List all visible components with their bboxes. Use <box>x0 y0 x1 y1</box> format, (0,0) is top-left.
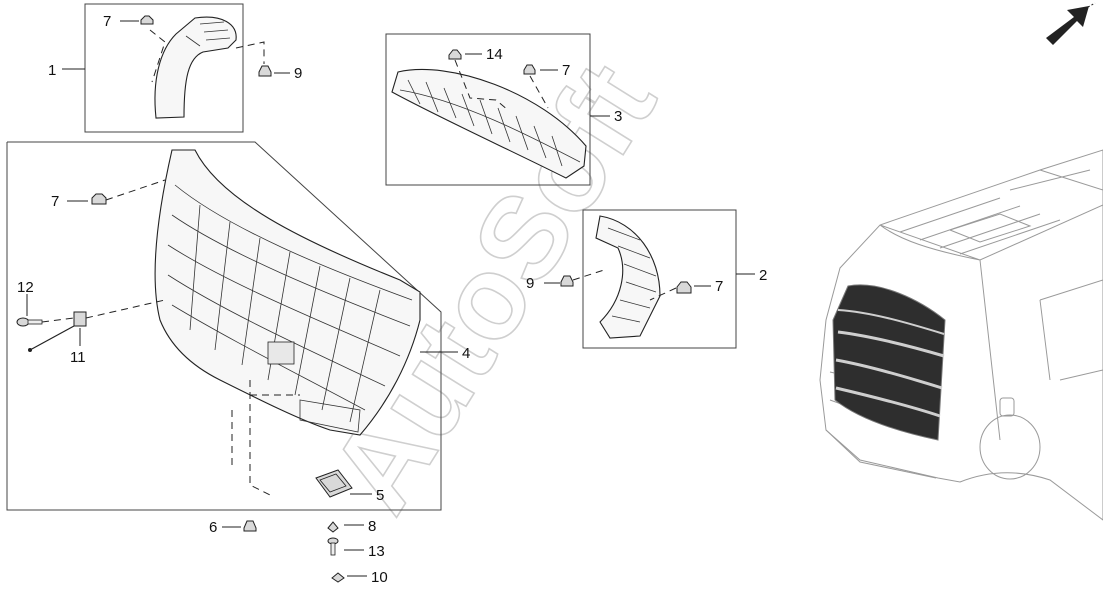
part-3-group <box>385 33 610 186</box>
callout-5: 5 <box>376 487 384 504</box>
tailgate-window <box>832 284 946 441</box>
part-3-upper-garnish <box>391 68 587 179</box>
clip-icon <box>91 193 107 205</box>
callout-8: 8 <box>368 518 376 535</box>
part-1-pillar-trim <box>154 16 237 119</box>
callout-2: 2 <box>759 267 767 284</box>
callout-9: 9 <box>294 65 302 82</box>
callout-4: 4 <box>462 345 470 362</box>
callout-10: 10 <box>371 569 388 586</box>
callout-7: 7 <box>715 278 723 295</box>
clip-icon <box>140 15 154 25</box>
callout-11: 11 <box>70 349 86 366</box>
clip-icon <box>243 520 257 532</box>
callout-1: 1 <box>48 62 56 79</box>
callout-7: 7 <box>51 193 59 210</box>
callout-labels: 1 7 9 14 7 3 7 12 11 4 9 7 2 5 6 8 13 10 <box>17 13 767 586</box>
clip-icon <box>523 64 536 75</box>
clip-icon <box>327 521 339 533</box>
callout-13: 13 <box>368 543 385 560</box>
part-4-group <box>6 141 458 511</box>
part-5-handle-bracket <box>315 469 353 498</box>
arrow-northeast-icon <box>1046 2 1096 45</box>
callout-7: 7 <box>562 62 570 79</box>
callout-3: 3 <box>614 108 622 125</box>
callout-7: 7 <box>103 13 111 30</box>
part-11-sensor <box>28 311 87 352</box>
part-2-group <box>544 209 755 349</box>
screw-icon <box>327 537 339 556</box>
clip-icon <box>676 281 692 294</box>
bolt-icon <box>16 317 43 327</box>
clip-icon <box>258 65 272 77</box>
callout-12: 12 <box>17 279 34 296</box>
clip-icon <box>560 275 574 287</box>
callout-6: 6 <box>209 519 217 536</box>
callout-14: 14 <box>486 46 503 63</box>
clip-icon <box>331 572 345 583</box>
clip-icon <box>448 49 462 60</box>
part-1-group <box>62 3 290 133</box>
part-4-tailgate-trim-panel <box>154 149 421 436</box>
part-2-pillar-trim <box>595 215 661 339</box>
callout-9: 9 <box>526 275 534 292</box>
vehicle-illustration <box>819 149 1103 521</box>
